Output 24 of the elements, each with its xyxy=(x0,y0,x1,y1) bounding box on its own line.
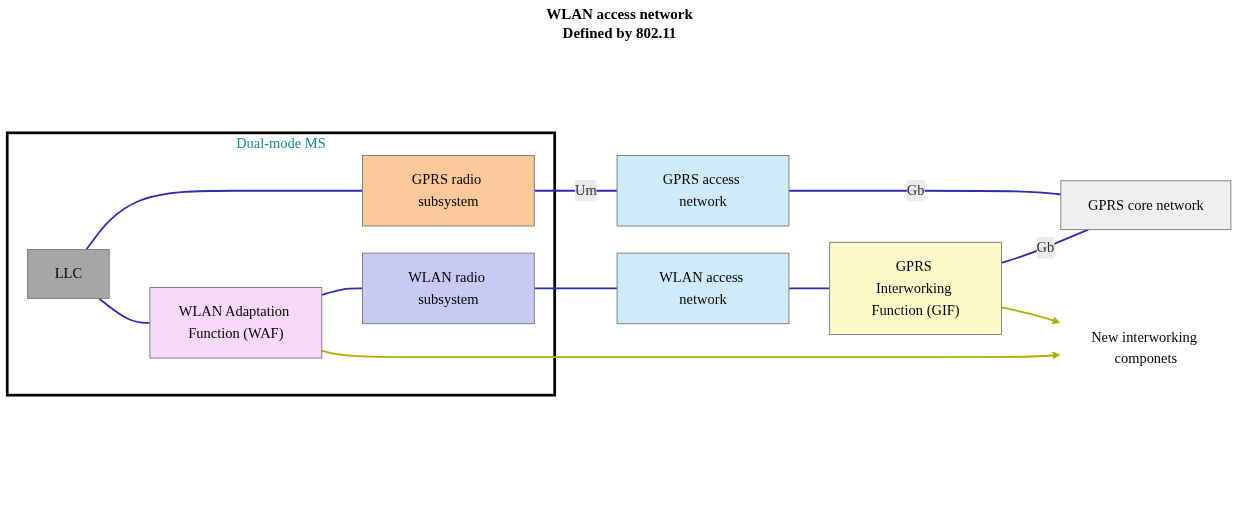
node-box: WLAN radio subsystem xyxy=(362,252,535,325)
connector xyxy=(85,189,364,251)
connector xyxy=(1000,228,1090,264)
connector xyxy=(788,189,1062,196)
note-text: Defined by 802.11 xyxy=(561,25,678,42)
arrow xyxy=(320,349,1061,360)
node-box: GPRS access network xyxy=(616,155,790,227)
node-box: WLAN access network xyxy=(616,252,790,325)
connector xyxy=(533,287,618,290)
edge-label: Gb xyxy=(1036,239,1055,256)
node-box: LLC xyxy=(27,249,110,299)
node-box: GPRS Interworking Function (GIF) xyxy=(829,241,1002,335)
node-box: GPRS core network xyxy=(1060,180,1232,231)
edge-label: Gb xyxy=(906,182,925,198)
node-box: GPRS radio subsystem xyxy=(362,155,535,227)
connector xyxy=(320,287,364,296)
note-text: WLAN access network xyxy=(545,6,694,23)
connector xyxy=(788,287,831,290)
node-text: New interworking componets xyxy=(1091,329,1197,367)
edge-label: Um xyxy=(575,182,597,198)
connector xyxy=(533,189,618,192)
arrow xyxy=(1000,306,1061,325)
node-box: WLAN Adaptation Function (WAF) xyxy=(149,287,323,359)
connector xyxy=(98,297,151,324)
